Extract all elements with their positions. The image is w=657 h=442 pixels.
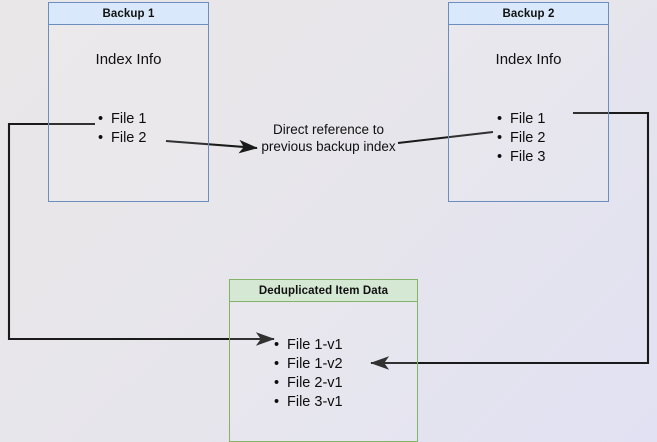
list-item[interactable]: File 3-v1 xyxy=(274,393,343,412)
direct-reference-label-line1: Direct reference to xyxy=(272,122,385,137)
backup1-body: Index Info File 1 File 2 xyxy=(49,25,208,201)
backup1-box[interactable]: Backup 1 Index Info File 1 File 2 xyxy=(48,2,209,202)
list-item[interactable]: File 1-v2 xyxy=(274,355,343,374)
list-item[interactable]: File 2-v1 xyxy=(274,374,343,393)
list-item[interactable]: File 3 xyxy=(497,148,545,167)
list-item[interactable]: File 2 xyxy=(98,129,146,148)
deduplicated-item-data-box[interactable]: Deduplicated Item Data File 1-v1 File 1-… xyxy=(229,279,418,442)
dedup-header: Deduplicated Item Data xyxy=(230,280,417,302)
list-item[interactable]: File 1 xyxy=(497,110,545,129)
backup1-index-label: Index Info xyxy=(95,51,162,68)
backup2-header: Backup 2 xyxy=(449,3,608,25)
backup1-header: Backup 1 xyxy=(49,3,208,25)
backup1-file-list: File 1 File 2 xyxy=(98,110,146,148)
dedup-file-list: File 1-v1 File 1-v2 File 2-v1 File 3-v1 xyxy=(274,336,343,412)
backup2-index-label: Index Info xyxy=(495,51,562,68)
list-item[interactable]: File 2 xyxy=(497,129,545,148)
dedup-body: File 1-v1 File 1-v2 File 2-v1 File 3-v1 xyxy=(230,302,417,441)
list-item[interactable]: File 1 xyxy=(98,110,146,129)
direct-reference-label: Direct reference to previous backup inde… xyxy=(247,121,410,155)
backup2-file-list: File 1 File 2 File 3 xyxy=(497,110,545,167)
list-item[interactable]: File 1-v1 xyxy=(274,336,343,355)
backup2-box[interactable]: Backup 2 Index Info File 1 File 2 File 3 xyxy=(448,2,609,202)
backup2-body: Index Info File 1 File 2 File 3 xyxy=(449,25,608,201)
direct-reference-label-line2: previous backup index xyxy=(261,139,396,154)
